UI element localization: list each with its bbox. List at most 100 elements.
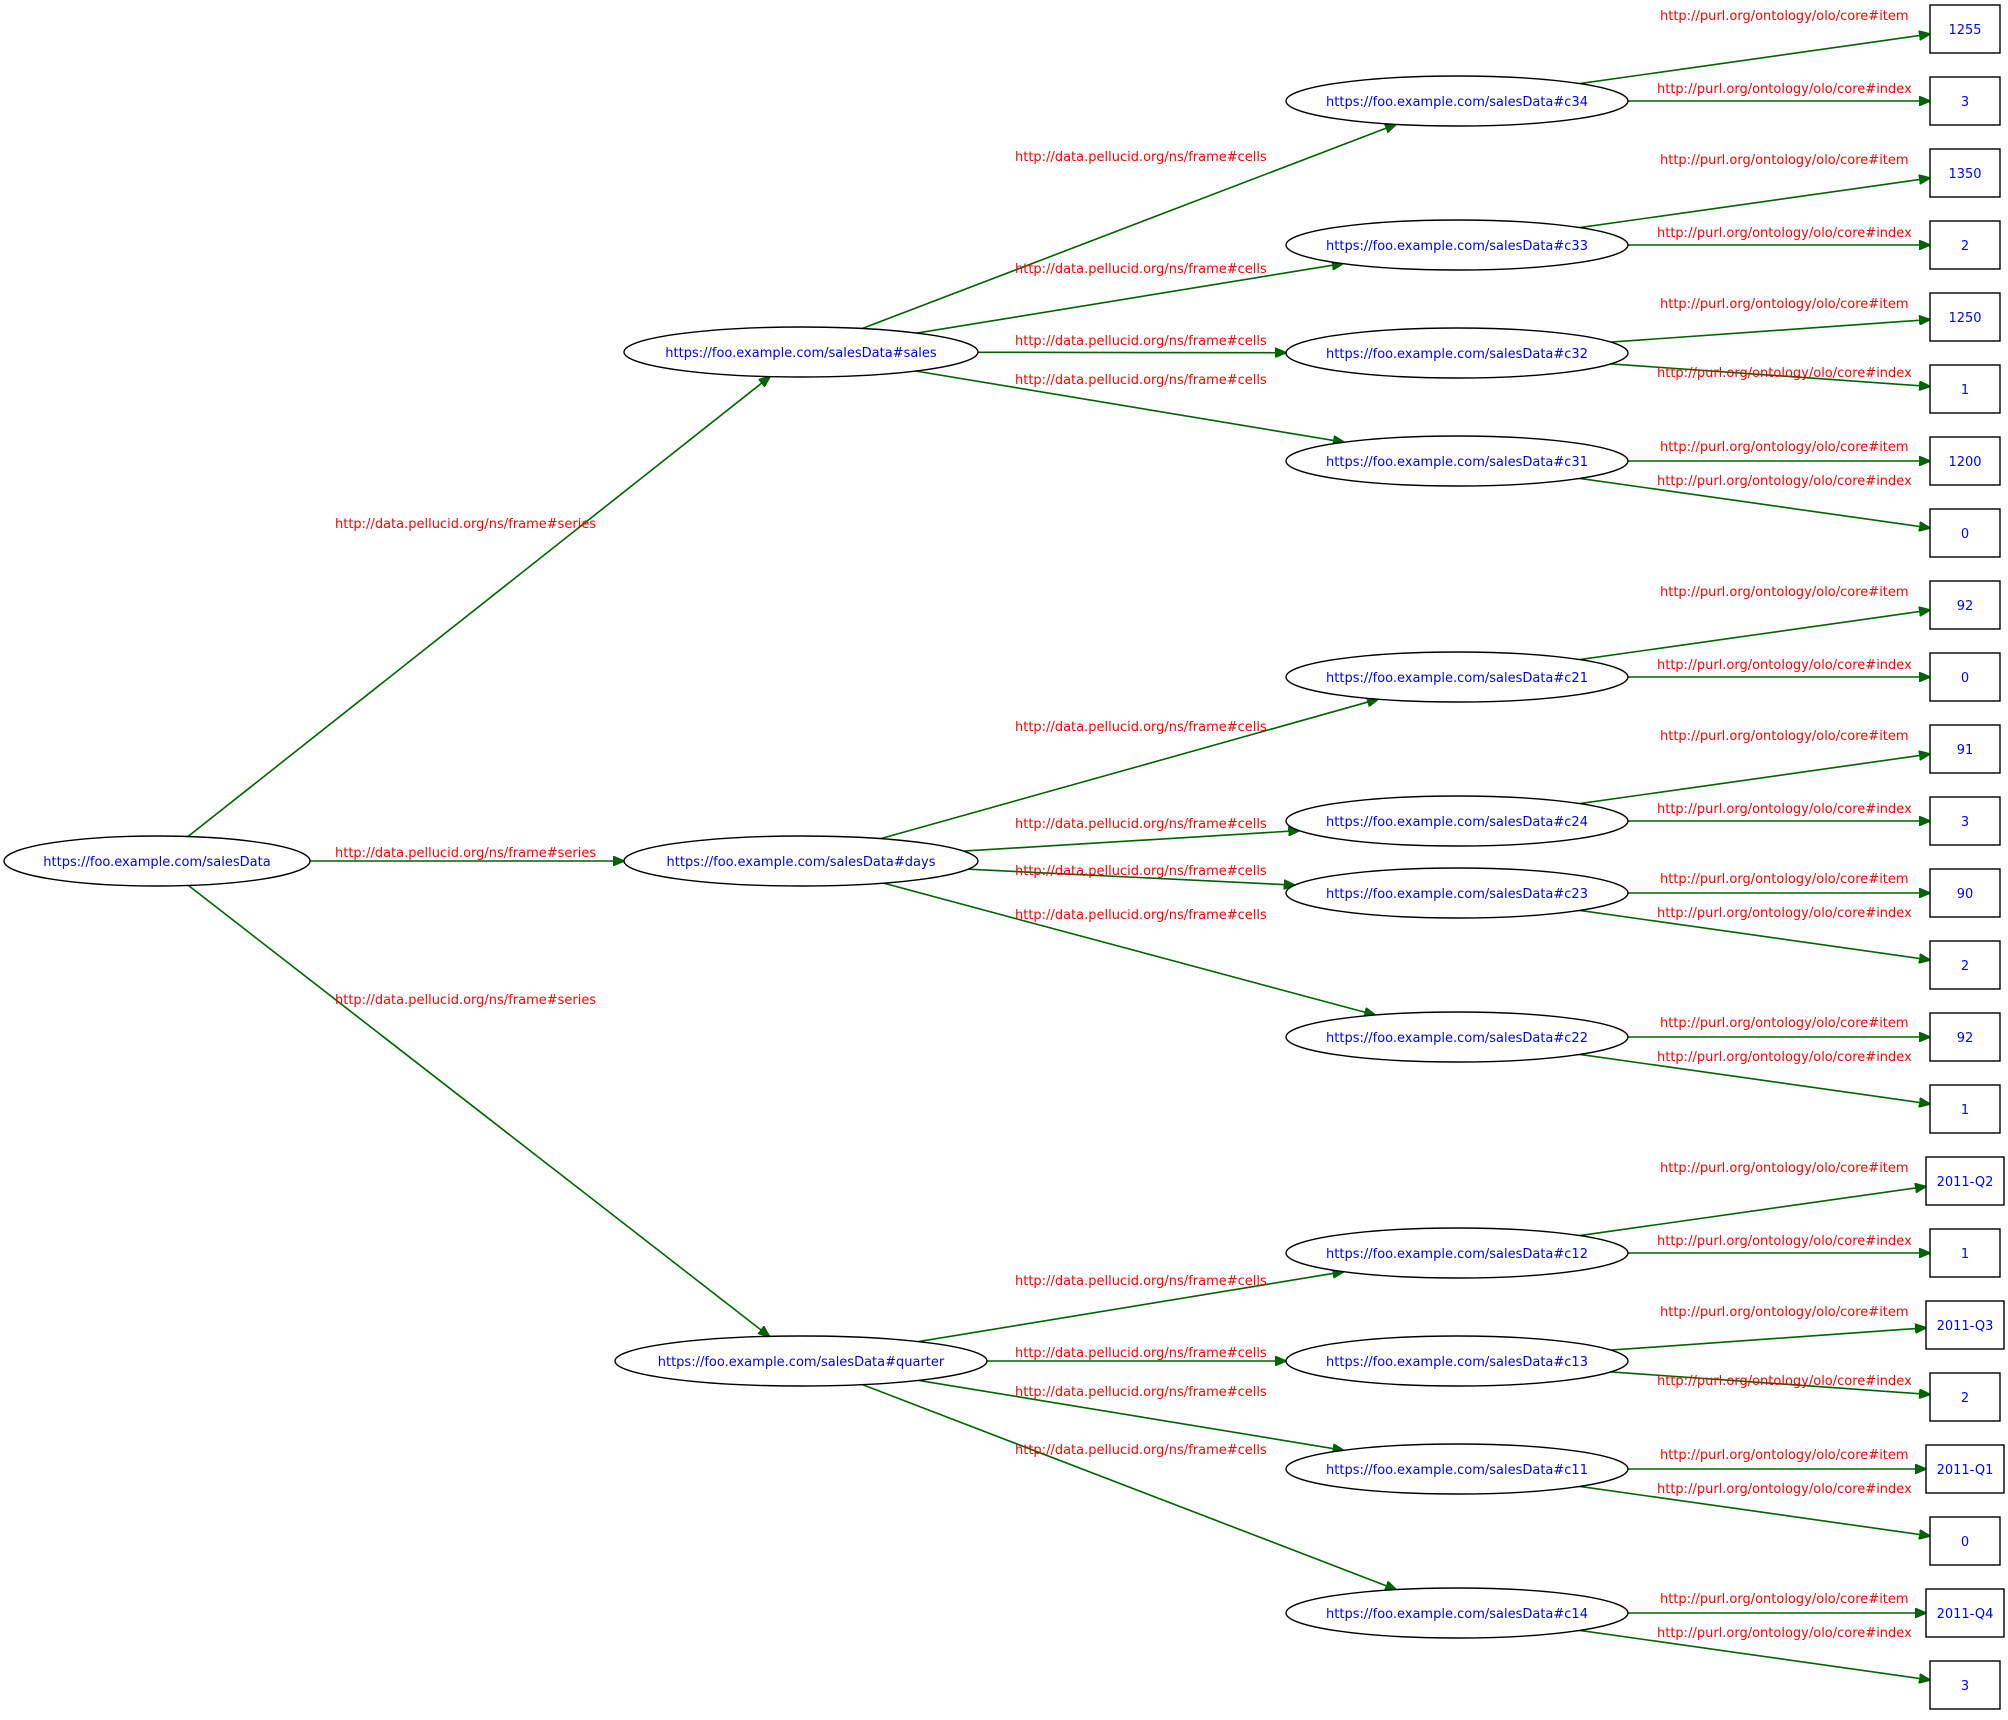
edge-label-series: http://data.pellucid.org/ns/frame#series — [335, 517, 596, 532]
node-label: 1250 — [1948, 311, 1981, 326]
value-node-c23-item: 90 — [1930, 869, 2000, 917]
edge-label-index: http://purl.org/ontology/olo/core#index — [1657, 474, 1912, 489]
edge-label-cells: http://data.pellucid.org/ns/frame#cells — [1015, 1346, 1267, 1361]
node-label: 91 — [1957, 743, 1974, 758]
edge-label-item: http://purl.org/ontology/olo/core#item — [1660, 729, 1909, 744]
node-label: 0 — [1961, 671, 1969, 686]
value-node-c31-idx: 0 — [1930, 509, 2000, 557]
node-label: https://foo.example.com/salesData#quarte… — [658, 1355, 945, 1370]
resource-node-c23: https://foo.example.com/salesData#c23 — [1286, 868, 1628, 918]
edge-label-item: http://purl.org/ontology/olo/core#item — [1660, 9, 1909, 24]
edge-label-cells: http://data.pellucid.org/ns/frame#cells — [1015, 817, 1267, 832]
resource-node-c34: https://foo.example.com/salesData#c34 — [1286, 76, 1628, 126]
node-label: https://foo.example.com/salesData#c21 — [1326, 671, 1588, 686]
node-label: 1 — [1961, 1247, 1969, 1262]
value-node-c11-idx: 0 — [1930, 1517, 2000, 1565]
node-label: 1350 — [1948, 167, 1981, 182]
node-label: 2 — [1961, 959, 1969, 974]
node-label: 1 — [1961, 383, 1969, 398]
value-node-1350: 1350 — [1930, 149, 2000, 197]
edge-root-to-sales — [188, 377, 770, 837]
edge-label-cells: http://data.pellucid.org/ns/frame#cells — [1015, 262, 1267, 277]
node-label: 3 — [1961, 815, 1969, 830]
edge-label-index: http://purl.org/ontology/olo/core#index — [1657, 802, 1912, 817]
value-node-c21-idx: 0 — [1930, 653, 2000, 701]
resource-node-c11: https://foo.example.com/salesData#c11 — [1286, 1444, 1628, 1494]
node-label: https://foo.example.com/salesData#c13 — [1326, 1355, 1588, 1370]
edge-label-index: http://purl.org/ontology/olo/core#index — [1657, 1234, 1912, 1249]
resource-node-c32: https://foo.example.com/salesData#c32 — [1286, 328, 1628, 378]
edge-c13-to-c13_item — [1611, 1328, 1926, 1350]
edge-label-item: http://purl.org/ontology/olo/core#item — [1660, 1592, 1909, 1607]
resource-node-c21: https://foo.example.com/salesData#c21 — [1286, 652, 1628, 702]
resource-node-c31: https://foo.example.com/salesData#c31 — [1286, 436, 1628, 486]
edge-label-index: http://purl.org/ontology/olo/core#index — [1657, 1374, 1912, 1389]
edge-label-cells: http://data.pellucid.org/ns/frame#cells — [1015, 1385, 1267, 1400]
value-node-c14-item: 2011-Q4 — [1926, 1589, 2004, 1637]
value-node-c23-idx: 2 — [1930, 941, 2000, 989]
resource-node-c22: https://foo.example.com/salesData#c22 — [1286, 1012, 1628, 1062]
edge-label-series: http://data.pellucid.org/ns/frame#series — [335, 846, 596, 861]
edge-label-item: http://purl.org/ontology/olo/core#item — [1660, 297, 1909, 312]
edge-label-cells: http://data.pellucid.org/ns/frame#cells — [1015, 334, 1267, 349]
node-label: 2011-Q1 — [1937, 1463, 1994, 1478]
resource-node-c14: https://foo.example.com/salesData#c14 — [1286, 1588, 1628, 1638]
node-label: https://foo.example.com/salesData#c23 — [1326, 887, 1588, 902]
node-label: https://foo.example.com/salesData#c31 — [1326, 455, 1588, 470]
edge-root-to-quarter — [189, 886, 770, 1337]
edge-c12-to-c12_item — [1580, 1187, 1926, 1236]
resource-node-days: https://foo.example.com/salesData#days — [624, 836, 978, 886]
edge-label-item: http://purl.org/ontology/olo/core#item — [1660, 1448, 1909, 1463]
node-label: 2011-Q4 — [1937, 1607, 1994, 1622]
edges-layer: http://data.pellucid.org/ns/frame#series… — [188, 9, 1930, 1680]
node-label: 1200 — [1948, 455, 1981, 470]
value-node-1200: 1200 — [1930, 437, 2000, 485]
resource-node-root: https://foo.example.com/salesData — [4, 836, 310, 886]
edge-label-cells: http://data.pellucid.org/ns/frame#cells — [1015, 1274, 1267, 1289]
node-label: 2 — [1961, 1391, 1969, 1406]
edge-c32-to-1250 — [1611, 320, 1930, 343]
node-label: 2 — [1961, 239, 1969, 254]
edge-label-item: http://purl.org/ontology/olo/core#item — [1660, 1016, 1909, 1031]
edge-label-cells: http://data.pellucid.org/ns/frame#cells — [1015, 150, 1267, 165]
node-label: 0 — [1961, 1535, 1969, 1550]
edge-label-cells: http://data.pellucid.org/ns/frame#cells — [1015, 720, 1267, 735]
value-node-c32-idx: 1 — [1930, 365, 2000, 413]
edge-label-index: http://purl.org/ontology/olo/core#index — [1657, 82, 1912, 97]
resource-node-c12: https://foo.example.com/salesData#c12 — [1286, 1228, 1628, 1278]
node-label: https://foo.example.com/salesData#sales — [665, 346, 937, 361]
node-label: 2011-Q3 — [1937, 1319, 1994, 1334]
node-label: https://foo.example.com/salesData#c14 — [1326, 1607, 1588, 1622]
node-label: 2011-Q2 — [1937, 1175, 1994, 1190]
value-node-1250: 1250 — [1930, 293, 2000, 341]
value-node-c13-item: 2011-Q3 — [1926, 1301, 2004, 1349]
edge-label-index: http://purl.org/ontology/olo/core#index — [1657, 1050, 1912, 1065]
node-label: 0 — [1961, 527, 1969, 542]
edge-label-cells: http://data.pellucid.org/ns/frame#cells — [1015, 908, 1267, 923]
resource-node-c33: https://foo.example.com/salesData#c33 — [1286, 220, 1628, 270]
node-label: https://foo.example.com/salesData#c24 — [1326, 815, 1588, 830]
resource-node-sales: https://foo.example.com/salesData#sales — [624, 327, 978, 377]
edge-c21-to-c21_item — [1580, 610, 1930, 660]
node-label: 3 — [1961, 95, 1969, 110]
value-node-c24-item: 91 — [1930, 725, 2000, 773]
edge-days-to-c24 — [964, 831, 1300, 852]
node-label: 92 — [1957, 599, 1974, 614]
resource-node-c24: https://foo.example.com/salesData#c24 — [1286, 796, 1628, 846]
edge-label-item: http://purl.org/ontology/olo/core#item — [1660, 585, 1909, 600]
node-label: https://foo.example.com/salesData#days — [667, 855, 936, 870]
node-label: https://foo.example.com/salesData#c12 — [1326, 1247, 1588, 1262]
node-label: https://foo.example.com/salesData#c22 — [1326, 1031, 1588, 1046]
value-node-c12-item: 2011-Q2 — [1926, 1157, 2004, 1205]
value-node-c13-idx: 2 — [1930, 1373, 2000, 1421]
value-node-c22-item: 92 — [1930, 1013, 2000, 1061]
edge-label-item: http://purl.org/ontology/olo/core#item — [1660, 153, 1909, 168]
edge-label-item: http://purl.org/ontology/olo/core#item — [1660, 1161, 1909, 1176]
value-node-c12-idx: 1 — [1930, 1229, 2000, 1277]
edge-label-item: http://purl.org/ontology/olo/core#item — [1660, 872, 1909, 887]
edge-c24-to-c24_item — [1580, 754, 1930, 804]
value-node-c21-item: 92 — [1930, 581, 2000, 629]
value-node-c14-idx: 3 — [1930, 1661, 2000, 1709]
